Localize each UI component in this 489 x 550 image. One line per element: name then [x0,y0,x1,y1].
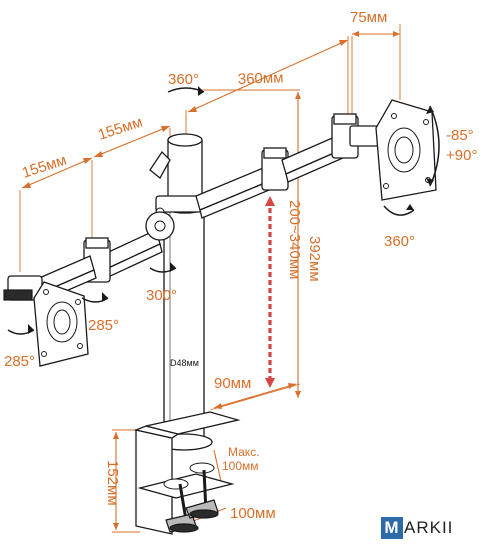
arm-length-label: 360мм [238,69,284,88]
dimension-labels: 75мм 360мм 155мм 155мм 200~340мм 392мм 9… [4,9,477,522]
left-head-rotation-label-b: 285° [4,353,35,370]
brand-logo-text: ARKII [404,518,454,537]
left-segment-label: 155мм [20,152,69,182]
clamp-offset-label: 90мм [214,375,251,392]
top-width-label: 75мм [350,9,387,26]
brand-logo-letter: M [381,517,403,539]
pole-diameter-label: D48мм [170,358,199,368]
tilt-up-label: -85° [446,127,474,144]
top-swivel-label: 360° [168,71,199,88]
central-hub [149,133,215,217]
desk-max-caption: Макс. [228,445,260,459]
right-vesa-plate [375,99,437,201]
left-vesa-plate [33,281,89,367]
rotation-arrows [7,86,440,335]
middle-joint-rotation-label: 300° [146,287,177,304]
total-height-label: 392мм [306,236,323,282]
clamp-width-label: 100мм [230,505,276,522]
dimension-lines [19,24,401,533]
desk-max-value: 100мм [222,459,259,473]
right-arm [195,113,383,219]
height-adjust-label: 200~340мм [286,200,303,279]
right-head-rotation-label: 360° [384,233,415,250]
tilt-down-label: +90° [446,147,477,164]
desk-clamp [133,411,241,535]
clamp-height-label: 152мм [104,460,121,506]
left-head-rotation-label-a: 285° [88,317,119,334]
brand-logo: M ARKII [381,516,453,540]
